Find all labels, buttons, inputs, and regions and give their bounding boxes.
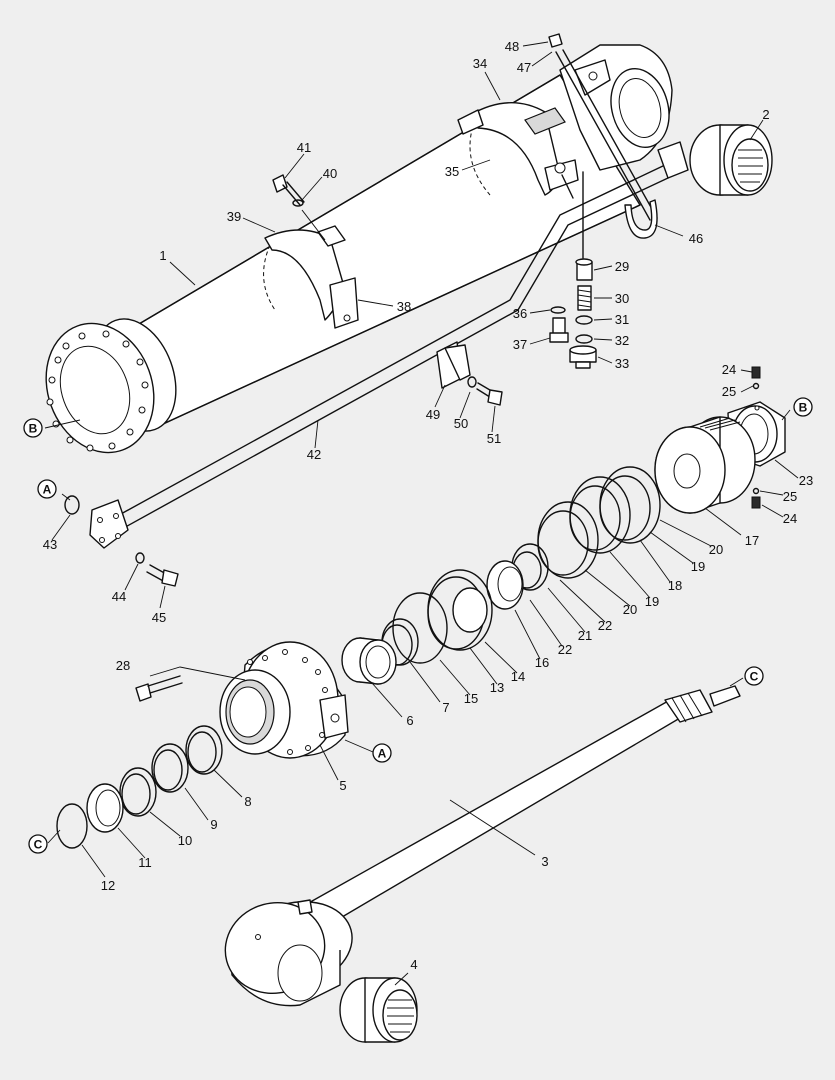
marker-letter: A bbox=[378, 747, 387, 761]
pipe-42 bbox=[89, 141, 689, 549]
callout-9: 9 bbox=[210, 817, 217, 832]
bolt-41 bbox=[272, 174, 326, 241]
set-screw-24a bbox=[751, 366, 761, 390]
cylinder-tube bbox=[94, 74, 641, 431]
pipe-clamp-49 bbox=[436, 341, 471, 389]
callout-17: 17 bbox=[745, 533, 759, 548]
callout-11: 11 bbox=[138, 855, 152, 870]
callout-34: 34 bbox=[473, 56, 487, 71]
callout-10: 10 bbox=[178, 833, 192, 848]
tube-flange bbox=[45, 318, 177, 454]
reference-marker-a-upper: A bbox=[37, 479, 57, 499]
callout-30: 30 bbox=[615, 291, 629, 306]
reference-marker-b-right: B bbox=[793, 397, 813, 417]
callout-22-lower: 22 bbox=[558, 642, 572, 657]
callout-25-upper: 25 bbox=[722, 384, 736, 399]
callout-41: 41 bbox=[297, 140, 311, 155]
marker-letter: A bbox=[43, 483, 52, 497]
bolt-28 bbox=[135, 675, 183, 702]
piston-rod-3 bbox=[224, 685, 741, 1007]
callout-13: 13 bbox=[490, 680, 504, 695]
reference-marker-c-left: C bbox=[28, 834, 48, 854]
callout-36: 36 bbox=[513, 306, 527, 321]
callout-23: 23 bbox=[799, 473, 813, 488]
marker-letter: C bbox=[750, 670, 759, 684]
clamp-band-39 bbox=[264, 225, 359, 329]
callout-labels: 1 2 3 4 5 6 7 8 9 10 11 12 13 14 15 16 1… bbox=[43, 39, 813, 972]
callout-16: 16 bbox=[535, 655, 549, 670]
callout-1: 1 bbox=[159, 248, 166, 263]
callout-29: 29 bbox=[615, 259, 629, 274]
bushing-2 bbox=[689, 124, 773, 196]
callout-38: 38 bbox=[397, 299, 411, 314]
reference-marker-c-right: C bbox=[744, 666, 764, 686]
callout-19-lower: 19 bbox=[645, 594, 659, 609]
callout-7: 7 bbox=[442, 700, 449, 715]
tie-rod-47 bbox=[548, 33, 658, 221]
leader-lines bbox=[44, 41, 799, 986]
callout-20-lower: 20 bbox=[623, 602, 637, 617]
callout-12: 12 bbox=[101, 878, 115, 893]
cylinder-eye bbox=[559, 44, 673, 171]
callout-15: 15 bbox=[464, 691, 478, 706]
callout-8: 8 bbox=[244, 794, 251, 809]
callout-46: 46 bbox=[689, 231, 703, 246]
callout-45: 45 bbox=[152, 610, 166, 625]
bushing-6 bbox=[341, 637, 397, 685]
callout-47: 47 bbox=[517, 60, 531, 75]
valve-parts-stack bbox=[569, 171, 597, 369]
bolt-45 bbox=[64, 495, 179, 587]
callout-32: 32 bbox=[615, 333, 629, 348]
seal-rings-group bbox=[381, 466, 661, 666]
set-screw-24b bbox=[751, 487, 761, 509]
callout-22-upper: 22 bbox=[598, 618, 612, 633]
bolt-51 bbox=[467, 376, 503, 406]
callout-21: 21 bbox=[578, 628, 592, 643]
callout-49: 49 bbox=[426, 407, 440, 422]
callout-5: 5 bbox=[339, 778, 346, 793]
callout-2: 2 bbox=[762, 107, 769, 122]
clamp-band-35 bbox=[457, 102, 579, 196]
marker-letter: B bbox=[799, 401, 808, 415]
rod-head-5 bbox=[219, 641, 349, 759]
callout-14: 14 bbox=[511, 669, 525, 684]
bolt-37 bbox=[549, 306, 569, 343]
callout-24-upper: 24 bbox=[722, 362, 736, 377]
callout-40: 40 bbox=[323, 166, 337, 181]
callout-48: 48 bbox=[505, 39, 519, 54]
callout-42: 42 bbox=[307, 447, 321, 462]
callout-35: 35 bbox=[445, 164, 459, 179]
piston-17 bbox=[654, 416, 756, 514]
callout-44: 44 bbox=[112, 589, 126, 604]
callout-37: 37 bbox=[513, 337, 527, 352]
callout-33: 33 bbox=[615, 356, 629, 371]
callout-28: 28 bbox=[116, 658, 130, 673]
callout-3: 3 bbox=[541, 854, 548, 869]
reference-marker-a-lower: A bbox=[372, 743, 392, 763]
callout-20-upper: 20 bbox=[709, 542, 723, 557]
callout-19-upper: 19 bbox=[691, 559, 705, 574]
callout-18: 18 bbox=[668, 578, 682, 593]
marker-letter: B bbox=[29, 422, 38, 436]
callout-31: 31 bbox=[615, 312, 629, 327]
callout-50: 50 bbox=[454, 416, 468, 431]
callout-39: 39 bbox=[227, 209, 241, 224]
callout-51: 51 bbox=[487, 431, 501, 446]
bushing-4 bbox=[339, 977, 418, 1043]
callout-24-lower: 24 bbox=[783, 511, 797, 526]
callout-43: 43 bbox=[43, 537, 57, 552]
callout-6: 6 bbox=[406, 713, 413, 728]
marker-letter: C bbox=[34, 838, 43, 852]
callout-25-lower: 25 bbox=[783, 489, 797, 504]
u-bolt-46 bbox=[624, 199, 658, 239]
reference-marker-b-left: B bbox=[23, 418, 43, 438]
rod-seals-group bbox=[56, 725, 223, 849]
callout-4: 4 bbox=[410, 957, 417, 972]
